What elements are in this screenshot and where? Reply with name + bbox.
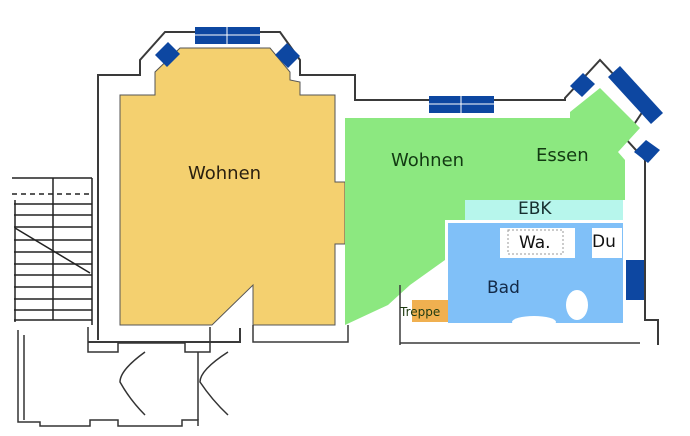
toilet [566, 290, 588, 320]
label-wohnen-right: Wohnen [391, 150, 465, 171]
room-treppe [412, 300, 448, 322]
label-ebk: EBK [518, 199, 552, 219]
label-du: Du [592, 232, 616, 252]
wa-dashed [507, 229, 564, 255]
room-wohnen-right [345, 88, 640, 325]
staircase [12, 177, 93, 325]
label-essen: Essen [536, 145, 589, 166]
room-wohnen-left [119, 47, 346, 326]
label-wa: Wa. [519, 233, 551, 253]
inner-walls [252, 285, 640, 345]
label-wohnen-left: Wohnen [188, 163, 262, 184]
label-bad: Bad [487, 278, 520, 298]
bath-fixture [512, 316, 556, 328]
label-treppe: Treppe [400, 305, 441, 319]
du-box [592, 228, 622, 258]
entrance [17, 327, 229, 427]
room-ebk [465, 200, 623, 220]
hall-wedge [415, 258, 448, 285]
windows [155, 27, 663, 300]
